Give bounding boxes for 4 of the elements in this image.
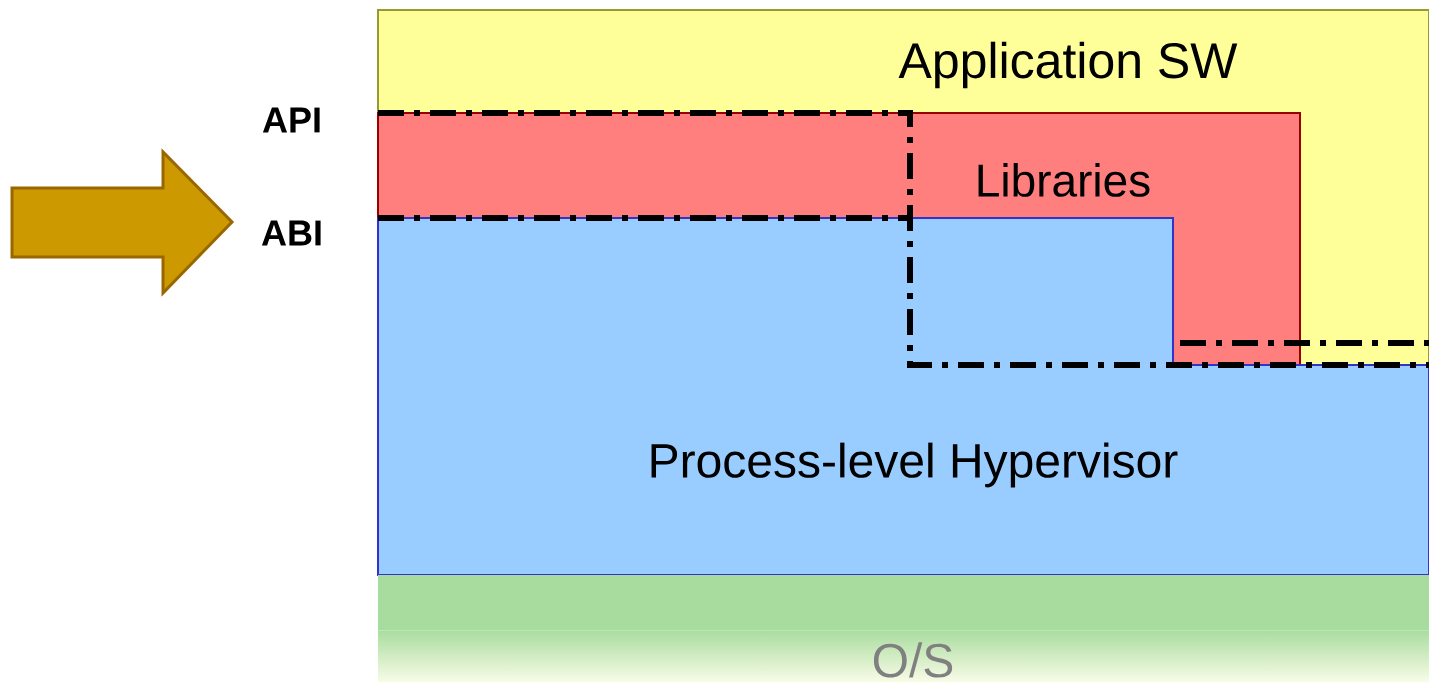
- interface-label: ABI: [261, 220, 321, 246]
- node-label: O/S: [873, 642, 953, 678]
- layer-box: O/S: [378, 575, 1429, 683]
- interface-label: API: [262, 107, 320, 133]
